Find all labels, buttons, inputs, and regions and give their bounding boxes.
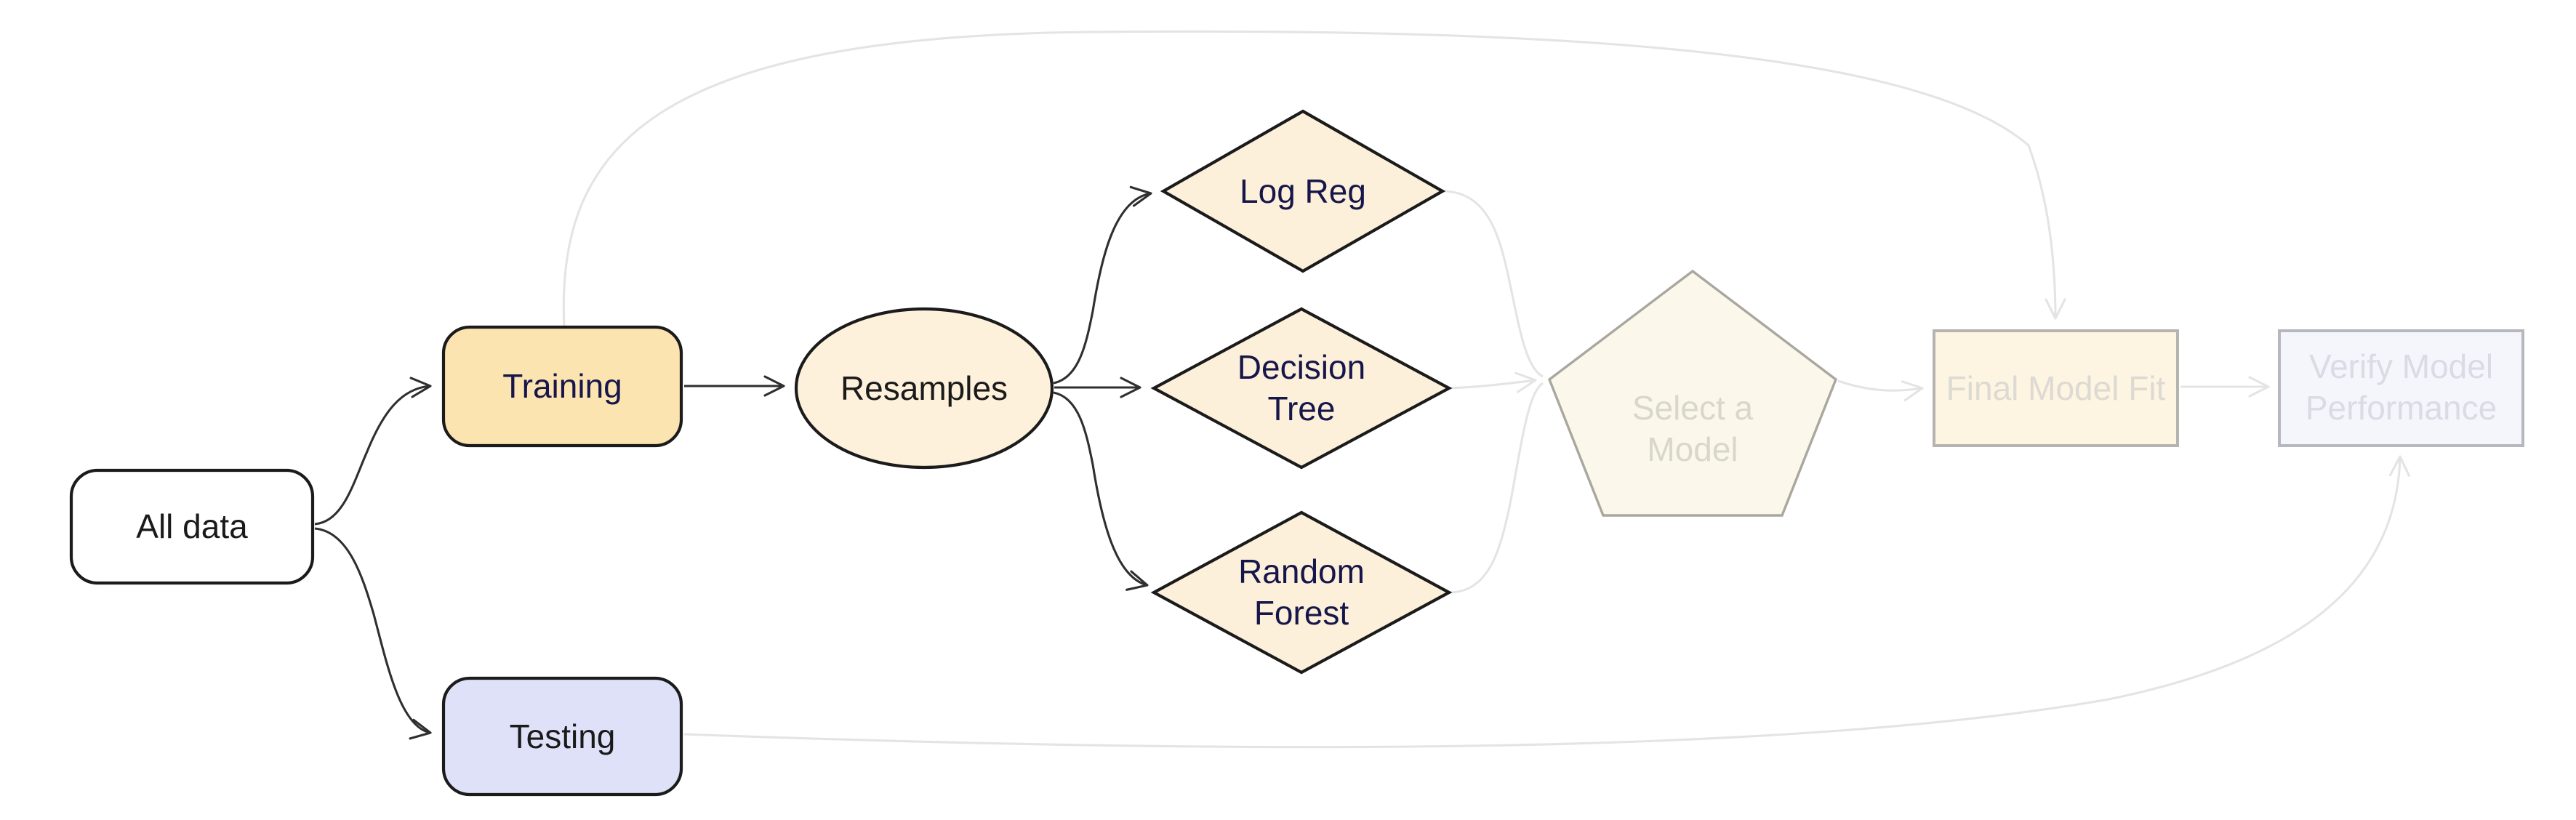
node-resamples-shape — [794, 307, 1054, 470]
edge-all-data-training — [314, 377, 432, 526]
edge-select-model-final-model-fit — [1837, 379, 1924, 402]
node-final-model-fit-shape — [1933, 329, 2179, 447]
node-all-data-shape — [69, 468, 315, 585]
node-random-forest-shape — [1150, 510, 1453, 675]
edge-testing-verify-model — [683, 455, 2410, 749]
edge-training-final-model-fit — [562, 30, 2066, 328]
edge-log-reg-select-model — [1442, 190, 1544, 378]
edge-resamples-random-forest — [1053, 391, 1149, 591]
edge-resamples-log-reg — [1053, 185, 1152, 385]
node-testing-shape — [441, 676, 683, 797]
edge-decision-tree-select-model — [1448, 371, 1537, 393]
node-verify-model-shape — [2278, 329, 2524, 447]
edge-random-forest-select-model — [1448, 382, 1544, 594]
edge-all-data-testing — [314, 527, 432, 740]
node-log-reg-shape — [1160, 109, 1446, 273]
node-select-model-shape — [1547, 269, 1838, 517]
node-training-shape — [441, 325, 683, 448]
node-decision-tree-shape — [1150, 307, 1453, 470]
